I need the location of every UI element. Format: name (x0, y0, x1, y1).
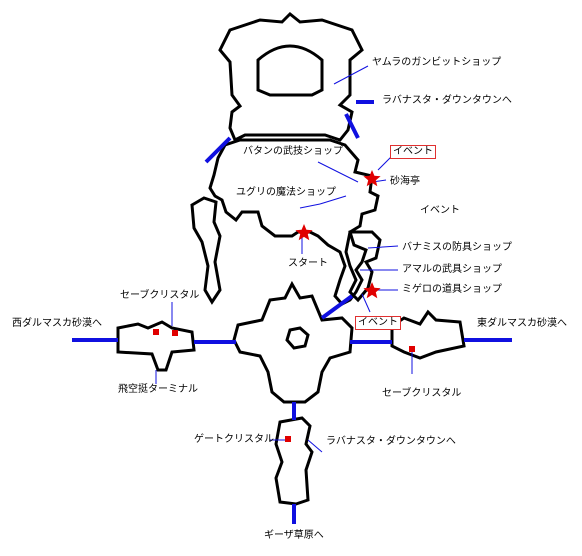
left-wing-wall (190, 196, 222, 305)
event-star-inn-icon (363, 170, 381, 187)
leader-yugri-2 (299, 203, 321, 209)
north-palace-wall (218, 11, 364, 143)
label-migelo-item-shop: ミゲロの道具ショップ (402, 284, 502, 295)
label-banamis-armor-shop: バナミスの防具ショップ (402, 242, 512, 253)
leader-batan (317, 161, 359, 183)
label-amal-weapon-shop: アマルの武具ショップ (402, 264, 502, 275)
label-batan-technique-shop: バタンの武技ショップ (243, 146, 343, 157)
label-gate-crystal: ゲートクリスタル (194, 434, 274, 445)
middle-district-wall (208, 138, 380, 306)
central-plaza-wall (232, 280, 354, 404)
label-to-rabanastre-downtown-top[interactable]: ラバナスタ・ダウンタウンへ (382, 95, 512, 106)
west-wing-wall (116, 320, 196, 372)
label-save-crystal-right: セーブクリスタル (382, 388, 462, 399)
label-event-top: イベント (390, 145, 436, 159)
palace-inner-arch (256, 44, 324, 97)
label-to-east-dalmasca[interactable]: 東ダルマスカ砂漠へ (477, 318, 567, 329)
label-sand-sea-inn: 砂海亭 (390, 176, 420, 187)
leader-event-lower (361, 293, 371, 313)
leader-yugri (319, 195, 347, 205)
leader-rabanastre-bottom (307, 439, 323, 453)
label-to-rabanastre-downtown-bottom[interactable]: ラバナスタ・ダウンタウンへ (326, 436, 456, 447)
passage-palace-right (344, 113, 360, 139)
label-aerodrome-terminal: 飛空挺ターミナル (118, 384, 198, 395)
label-event-right: イベント (420, 205, 460, 216)
save-crystal-right-icon (409, 346, 415, 352)
gate-crystal-icon (285, 436, 291, 442)
plaza-center-hex (285, 326, 310, 350)
leader-event-top (377, 155, 393, 171)
save-crystal-left-2-icon (172, 330, 178, 336)
event-star-shop-icon (363, 282, 381, 299)
passage-shop-row-plaza (320, 294, 354, 320)
event-star-start-icon (295, 224, 313, 241)
leader-yamura (333, 65, 369, 85)
label-yamura-gambit-shop: ヤムラのガンビットショップ (372, 57, 502, 68)
south-gate-wall (274, 416, 314, 506)
label-to-giza-plains[interactable]: ギーザ草原へ (264, 530, 324, 541)
passage-palace-left (204, 136, 232, 164)
east-wing-wall (390, 309, 466, 360)
leader-banamis (367, 245, 399, 249)
label-to-west-dalmasca[interactable]: 西ダルマスカ砂漠へ (12, 318, 102, 329)
label-yugri-magic-shop: ユグリの魔法ショップ (236, 187, 336, 198)
label-start: スタート (288, 258, 328, 269)
label-save-crystal-left: セーブクリスタル (120, 290, 200, 301)
save-crystal-left-icon (153, 329, 159, 335)
label-event-lower: イベント (355, 316, 401, 330)
